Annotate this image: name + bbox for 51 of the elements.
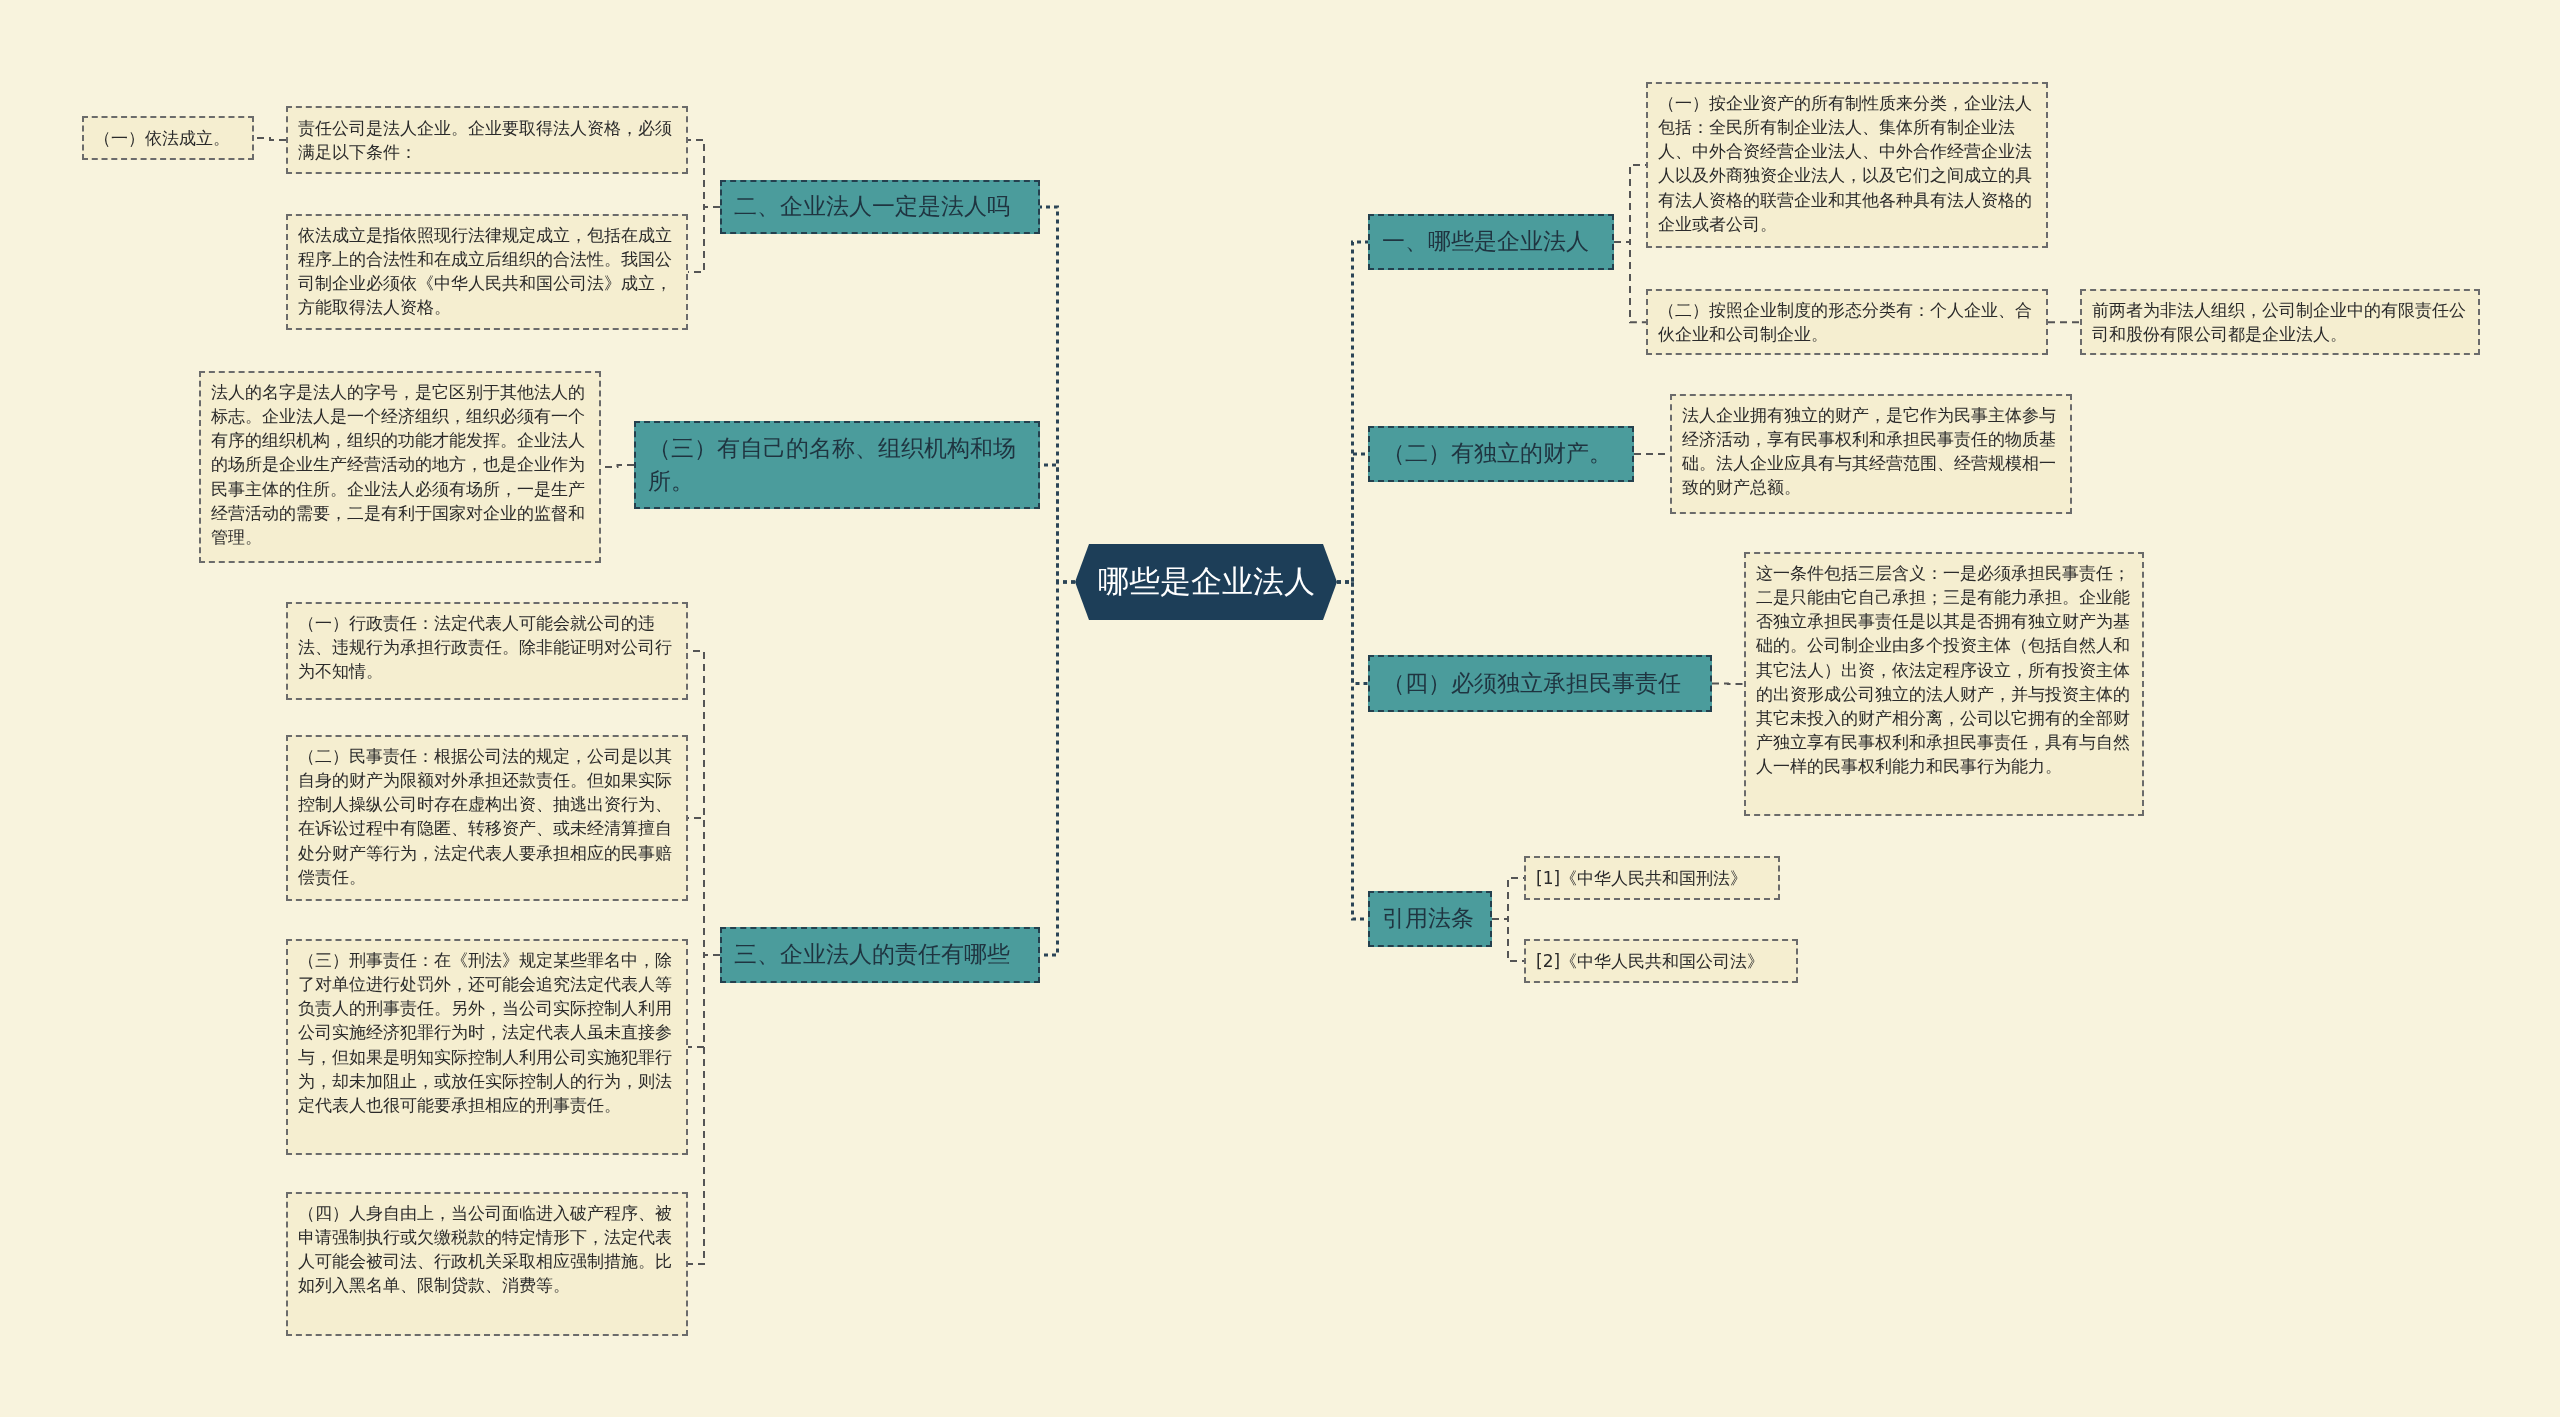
note-text: [2]《中华人民共和国公司法》 <box>1536 949 1765 973</box>
topic-box <box>720 927 1040 983</box>
topic-box <box>1368 891 1492 947</box>
connector <box>1613 241 1647 324</box>
note-box <box>199 371 601 563</box>
topic-box <box>1368 426 1634 482</box>
note-box <box>2080 289 2480 356</box>
note-box <box>1524 856 1780 900</box>
topic-text: 引用法条 <box>1382 904 1474 934</box>
note-text: （三）刑事责任：在《刑法》规定某些罪名中，除了对单位进行处罚外，还可能会追究法定代表人等负责人的刑事责任。另外，当公司实际控制人利用公司实施经济犯罪行为时，法定代表人虽未直接参与，但如果是明知实际控制人利用公司实施犯罪行为，却未加阻止，或放任实际控制人的行为，则法定代表人也很可能要承担相应的刑事责任。 <box>298 950 672 1115</box>
note-box <box>286 602 688 700</box>
connector <box>687 954 721 1265</box>
note-text: （四）人身自由上，当公司面临进入破产程序、被申请强制执行或欠缴税款的特定情形下，法定代表人可能会被司法、行政机关采取相应强制措施。比如列入黑名单、限制贷款、消费等。 <box>298 1203 672 1296</box>
note-text: （一）按企业资产的所有制性质来分类，企业法人包括：全民所有制企业法人、集体所有制企业法人、中外合资经营企业法人、中外合作经营企业法人以及外商独资企业法人，以及它们之间成立的具有法人资格的联营企业和其他各种具有法人资格的企业或者公司。 <box>1658 93 2032 234</box>
note-text: （一）行政责任：法定代表人可能会就公司的违法、违规行为承担行政责任。除非能证明对公司行为不知情。 <box>298 613 672 682</box>
note-text: [1]《中华人民共和国刑法》 <box>1536 866 1748 890</box>
note-box <box>1646 289 2048 356</box>
topic-text: 二、企业法人一定是法人吗 <box>734 192 1010 222</box>
topic-text: （二）有独立的财产。 <box>1382 439 1612 469</box>
note-box <box>1744 552 2144 816</box>
central-topic-hexagon <box>1075 544 1337 620</box>
note-box <box>286 106 688 174</box>
central-topic-text: 哪些是企业法人 <box>1097 562 1315 601</box>
note-text: 这一条件包括三层含义：一是必须承担民事责任；二是只能由它自己承担；三是有能力承担。企业能否独立承担民事责任是以其是否拥有独立财产为基础的。公司制企业由多个投资主体（包括自然人和其它法人）出资，依法定程序设立，所有投资主体的出资形成公司独立的法人财产，并与投资主体的其它未投入的财产相分离，公司以它拥有的全部财产独立享有民事权利和承担民事责任，具有与自然人一样的民事权利能力和民事行为能力。 <box>1756 563 2130 776</box>
connector <box>1491 918 1525 962</box>
connector <box>1711 682 1745 685</box>
note-text: 依法成立是指依照现行法律规定成立，包括在成立程序上的合法性和在成立后组织的合法性。我国公司制企业必须依《中华人民共和国公司法》成立，方能取得法人资格。 <box>298 225 672 318</box>
note-box <box>286 214 688 330</box>
note-box <box>1646 82 2048 248</box>
note-text: （二）民事责任：根据公司法的规定，公司是以其自身的财产为限额对外承担还款责任。但如果实际控制人操纵公司时存在虚构出资、抽逃出资行为、在诉讼过程中有隐匿、转移资产、或未经清算擅自处分财产等行为，法定代表人要承担相应的民事赔偿责任。 <box>298 746 672 887</box>
note-box <box>286 735 688 901</box>
note-box <box>82 116 254 160</box>
note-text: （二）按照企业制度的形态分类有：个人企业、合伙企业和公司制企业。 <box>1658 299 2033 347</box>
note-text: 前两者为非法人组织，公司制企业中的有限责任公司和股份有限公司都是企业法人。 <box>2092 299 2467 347</box>
topic-text: 三、企业法人的责任有哪些 <box>734 940 1010 970</box>
note-box <box>1524 939 1798 983</box>
topic-box <box>1368 214 1614 270</box>
note-box <box>1670 394 2072 514</box>
note-box <box>286 939 688 1155</box>
note-box <box>286 1192 688 1336</box>
topic-text: 一、哪些是企业法人 <box>1382 227 1589 257</box>
note-text: 法人的名字是法人的字号，是它区别于其他法人的标志。企业法人是一个经济组织，组织必须有一个有序的组织机构，组织的功能才能发挥。企业法人的场所是企业生产经营活动的地方，也是企业作为民事主体的住所。企业法人必须有场所，一是生产经营活动的需要，二是有利于国家对企业的监督和管理。 <box>211 382 585 547</box>
connector <box>2047 321 2081 324</box>
topic-text: （三）有自己的名称、组织机构和场所。 <box>648 433 1017 496</box>
note-text: 责任公司是法人企业。企业要取得法人资格，必须满足以下条件： <box>298 116 673 164</box>
topic-text: （四）必须独立承担民事责任 <box>1382 668 1681 698</box>
note-text: （一）依法成立。 <box>94 126 230 150</box>
topic-box <box>720 180 1040 234</box>
topic-box <box>1368 655 1712 712</box>
topic-box <box>634 421 1040 509</box>
note-text: 法人企业拥有独立的财产，是它作为民事主体参与经济活动，享有民事权利和承担民事责任的物质基础。法人企业应具有与其经营范围、经营规模相一致的财产总额。 <box>1682 405 2056 498</box>
